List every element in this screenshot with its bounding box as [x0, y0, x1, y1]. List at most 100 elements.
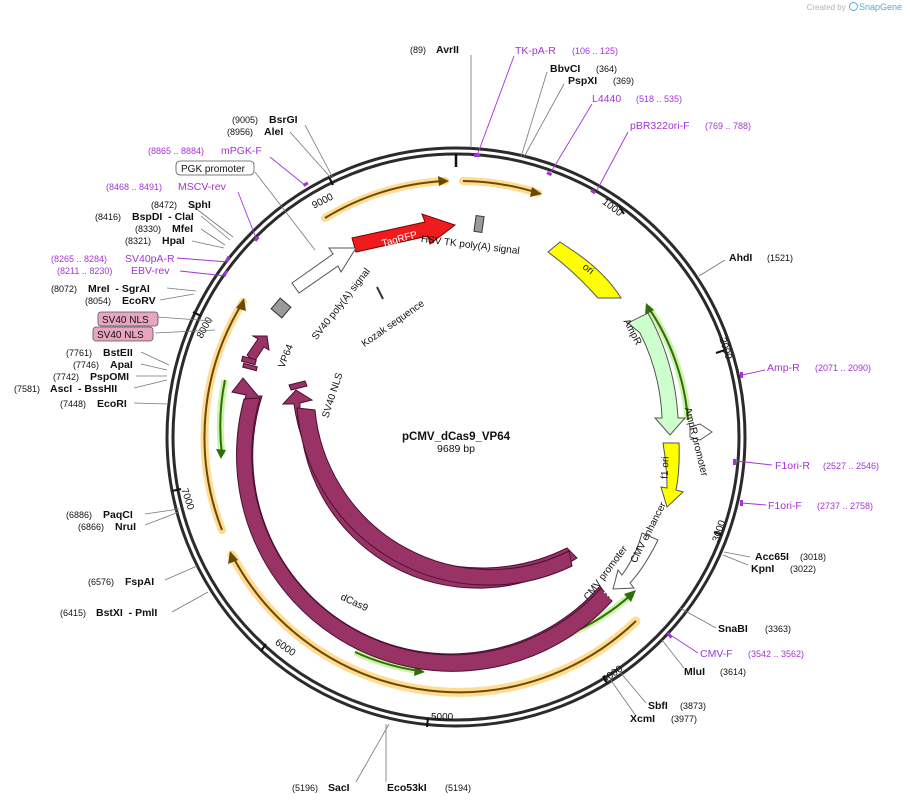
site-name[interactable]: MfeI: [172, 223, 193, 235]
primer-range: (2527 .. 2546): [823, 461, 879, 471]
site-pos: (6866): [78, 522, 104, 532]
ampr-arrow[interactable]: [627, 312, 687, 436]
primer-name[interactable]: CMV-F: [700, 648, 733, 660]
site-pos: (3018): [800, 552, 826, 562]
site-pos: (6886): [66, 510, 92, 520]
site-pos: (9005): [232, 115, 258, 125]
f1-ori-label: f1 ori: [660, 456, 672, 479]
site-name[interactable]: Eco53kI: [387, 782, 427, 794]
ampr-promoter-label: AmpR promoter: [682, 406, 710, 478]
kozak-mark: [376, 286, 384, 300]
site-name[interactable]: MluI: [684, 666, 705, 678]
grey-feature-box[interactable]: [270, 297, 292, 319]
site-name[interactable]: MreI - SgrAI: [88, 283, 150, 295]
site-name[interactable]: AhdI: [729, 252, 752, 264]
site-name[interactable]: Acc65I: [755, 551, 789, 563]
site-name[interactable]: KpnI: [751, 563, 774, 575]
site-pos: (8054): [85, 296, 111, 306]
tick-mark-1000: [618, 205, 625, 215]
site-name[interactable]: PaqCI: [103, 509, 133, 521]
ampr-promoter-arrow[interactable]: [689, 423, 713, 441]
backbone-outer-ring: [165, 146, 747, 728]
primer-name[interactable]: SV40pA-R: [125, 253, 175, 265]
primer-name[interactable]: Amp-R: [767, 362, 800, 374]
site-name[interactable]: EcoRV: [122, 295, 156, 307]
primer-name[interactable]: F1ori-F: [768, 500, 802, 512]
site-connectors: [133, 55, 751, 783]
site-name[interactable]: SphI: [188, 199, 211, 211]
pgk-promoter-box[interactable]: [175, 160, 255, 176]
tick-mark-3000: [713, 531, 723, 536]
sv40-nls-box-2-label: SV40 NLS: [97, 330, 144, 341]
primer-name[interactable]: mPGK-F: [221, 145, 262, 157]
orf-arc-left-head: [236, 298, 246, 311]
site-name[interactable]: SbfI: [648, 700, 668, 712]
site-name[interactable]: AleI: [264, 126, 283, 138]
tick-mark-4000: [602, 675, 608, 684]
site-name[interactable]: XcmI: [630, 713, 655, 725]
primer-name[interactable]: pBR322ori-F: [630, 120, 690, 132]
snapgene-logo-icon: [848, 2, 858, 11]
sv40-nls-inner-mark[interactable]: [288, 380, 308, 391]
cmv-enhancer-arrow[interactable]: [612, 532, 659, 590]
hsv-tk-polya-label: HSV TK poly(A) signal: [420, 234, 520, 257]
site-pos: (6576): [88, 577, 114, 587]
sv40-nls-box-1-label: SV40 NLS: [102, 315, 149, 326]
site-pos: (8330): [135, 224, 161, 234]
site-pos: (6415): [60, 608, 86, 618]
site-pos: (3873): [680, 701, 706, 711]
cas9-label: Cas9: [363, 573, 389, 591]
hsv-tk-polya-box[interactable]: [473, 214, 485, 234]
snapgene-credit: Created by SnapGene: [807, 2, 902, 12]
site-name[interactable]: NruI: [115, 521, 136, 533]
sv40-nls-box-1[interactable]: [97, 311, 159, 327]
tick-mark-8000: [192, 311, 202, 317]
primer-name[interactable]: EBV-rev: [131, 265, 170, 277]
site-pos: (3977): [671, 714, 697, 724]
vp64-label: VP64: [277, 343, 297, 370]
site-pos: (7746): [73, 360, 99, 370]
site-name[interactable]: BstEII: [103, 347, 133, 359]
site-name[interactable]: BspDI - ClaI: [132, 211, 194, 223]
site-name[interactable]: AscI - BssHII: [50, 383, 117, 395]
kozak-label: Kozak sequence: [360, 298, 427, 350]
site-name[interactable]: BbvCI: [550, 63, 580, 75]
sv40-nls-box-2[interactable]: [92, 326, 154, 342]
orf-arc-top-left-head: [438, 176, 449, 186]
orf-arc-bottom: [231, 554, 637, 694]
site-pos: (369): [613, 76, 634, 86]
primer-name[interactable]: TK-pA-R: [515, 45, 556, 57]
sv40-nls-mark-2[interactable]: [242, 362, 258, 372]
orf-arc-bottom-head: [228, 551, 238, 564]
tick-label-9000: 9000: [310, 191, 335, 211]
tagrfp-arrow[interactable]: [351, 213, 457, 253]
site-name[interactable]: FspAI: [125, 576, 154, 588]
dcas9-arc-body[interactable]: [236, 397, 613, 672]
site-name[interactable]: PspOMI: [90, 371, 129, 383]
primer-name[interactable]: F1ori-R: [775, 460, 810, 472]
site-pos: (8956): [227, 127, 253, 137]
site-name[interactable]: SacI: [328, 782, 350, 794]
tick-mark-6000: [260, 643, 267, 652]
site-name[interactable]: ApaI: [110, 359, 133, 371]
credit-brand: SnapGene: [858, 2, 902, 12]
orf-arc-top-head: [530, 187, 542, 197]
site-name[interactable]: BstXI - PmlI: [96, 607, 157, 619]
ori-arrow[interactable]: [547, 241, 622, 299]
primer-range: (2737 .. 2758): [817, 501, 873, 511]
green-arc-left-head: [216, 449, 226, 459]
f1-ori-arrow[interactable]: [660, 442, 684, 508]
site-name[interactable]: AvrII: [436, 44, 459, 56]
site-pos: (7581): [14, 384, 40, 394]
site-name[interactable]: HpaI: [162, 235, 185, 247]
sv40-polya-arrow[interactable]: [291, 247, 357, 294]
sv40-nls-mark-1[interactable]: [240, 355, 257, 366]
backbone: [165, 146, 747, 728]
cas9-arc-body[interactable]: [296, 407, 573, 586]
primer-name[interactable]: MSCV-rev: [178, 181, 227, 193]
site-name[interactable]: PspXI: [568, 75, 597, 87]
site-name[interactable]: SnaBI: [718, 623, 748, 635]
site-name[interactable]: BsrGI: [269, 114, 298, 126]
primer-name[interactable]: L4440: [592, 93, 621, 105]
site-name[interactable]: EcoRI: [97, 398, 127, 410]
